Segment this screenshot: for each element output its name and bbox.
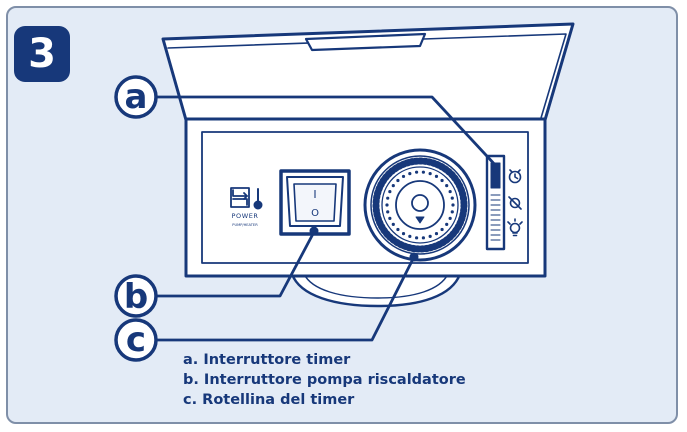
leader-dot-b: [309, 226, 319, 236]
callout-circle-a: [114, 75, 158, 119]
callout-circle-c: [114, 318, 158, 362]
step-number-badge: 3: [14, 26, 70, 82]
crossed-out-icon: [508, 196, 522, 210]
callout-label-a: a: [125, 77, 148, 117]
legend-item-timer-switch: a. Interruttore timer: [183, 352, 351, 368]
leader-line-a: [154, 95, 500, 170]
power-cycle-icon: [230, 187, 250, 208]
leader-line-c: [154, 255, 416, 342]
thermometer-icon: [253, 188, 263, 210]
legend-item-pump-heater-switch: b. Interruttore pompa riscaldatore: [183, 372, 466, 388]
power-sublabel: PUMP/HEATER: [232, 223, 258, 227]
callout-label-c: c: [126, 320, 146, 360]
device-lid: [161, 22, 575, 122]
leader-dot-c: [409, 252, 419, 262]
switch-off-symbol: O: [311, 208, 319, 219]
callout-label-b: b: [124, 277, 148, 317]
alarm-clock-icon: [508, 169, 522, 184]
timer-mode-switch: [485, 154, 523, 251]
power-label: POWER: [231, 212, 258, 220]
legend-item-timer-dial: c. Rotellina del timer: [183, 392, 355, 408]
leader-dot-a: [491, 163, 501, 173]
parts-legend: a. Interruttore timer b. Interruttore po…: [183, 350, 466, 410]
light-bulb-icon: [507, 218, 523, 237]
timer-dial: [363, 148, 477, 262]
pump-heater-switch: [279, 169, 351, 236]
switch-on-symbol: I: [313, 188, 316, 201]
callout-circle-b: [114, 274, 158, 318]
power-label-graphic: [230, 187, 263, 210]
leader-line-b: [154, 230, 316, 298]
